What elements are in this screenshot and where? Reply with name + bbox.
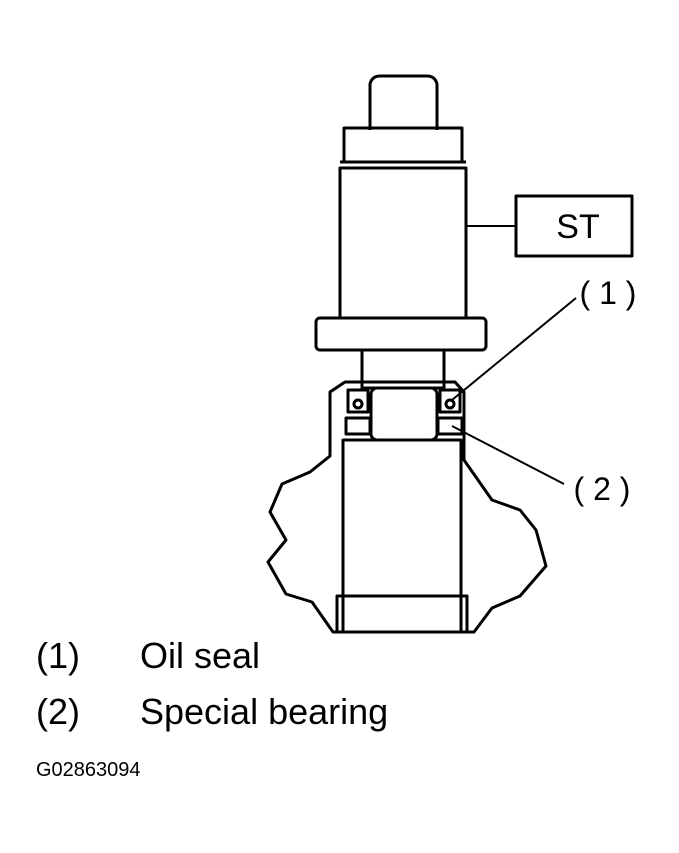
bearing-left	[344, 416, 372, 436]
legend-text: Oil seal	[140, 635, 261, 676]
figure-id: G02863094	[36, 759, 141, 781]
legend-item-special-bearing: (2) Special bearing	[36, 692, 388, 732]
housing-outline	[266, 380, 548, 634]
legend-text: Special bearing	[140, 691, 389, 732]
installation-diagram: ST ( 1 ) ( 2 )	[266, 74, 637, 634]
housing-bore	[341, 438, 463, 634]
bearing-right	[436, 416, 464, 436]
st-label: ST	[556, 208, 599, 246]
legend-item-oil-seal: (1) Oil seal	[36, 636, 260, 676]
tool-body	[338, 166, 468, 320]
st-box	[514, 194, 634, 258]
callout-2-leader	[451, 425, 565, 485]
oil-seal-left	[346, 388, 370, 414]
tool-nose	[369, 386, 439, 442]
callout-1-label: ( 1 )	[580, 275, 637, 311]
callout-2-label: ( 2 )	[574, 471, 631, 507]
bottom-cap	[335, 594, 469, 634]
legend-number: (2)	[36, 691, 80, 732]
tool-flange	[314, 316, 488, 352]
callout-1-leader	[451, 297, 577, 401]
tool-top-knob	[368, 74, 439, 130]
legend-number: (1)	[36, 635, 80, 676]
oil-seal-right	[438, 388, 462, 414]
tool-collar	[342, 126, 464, 164]
